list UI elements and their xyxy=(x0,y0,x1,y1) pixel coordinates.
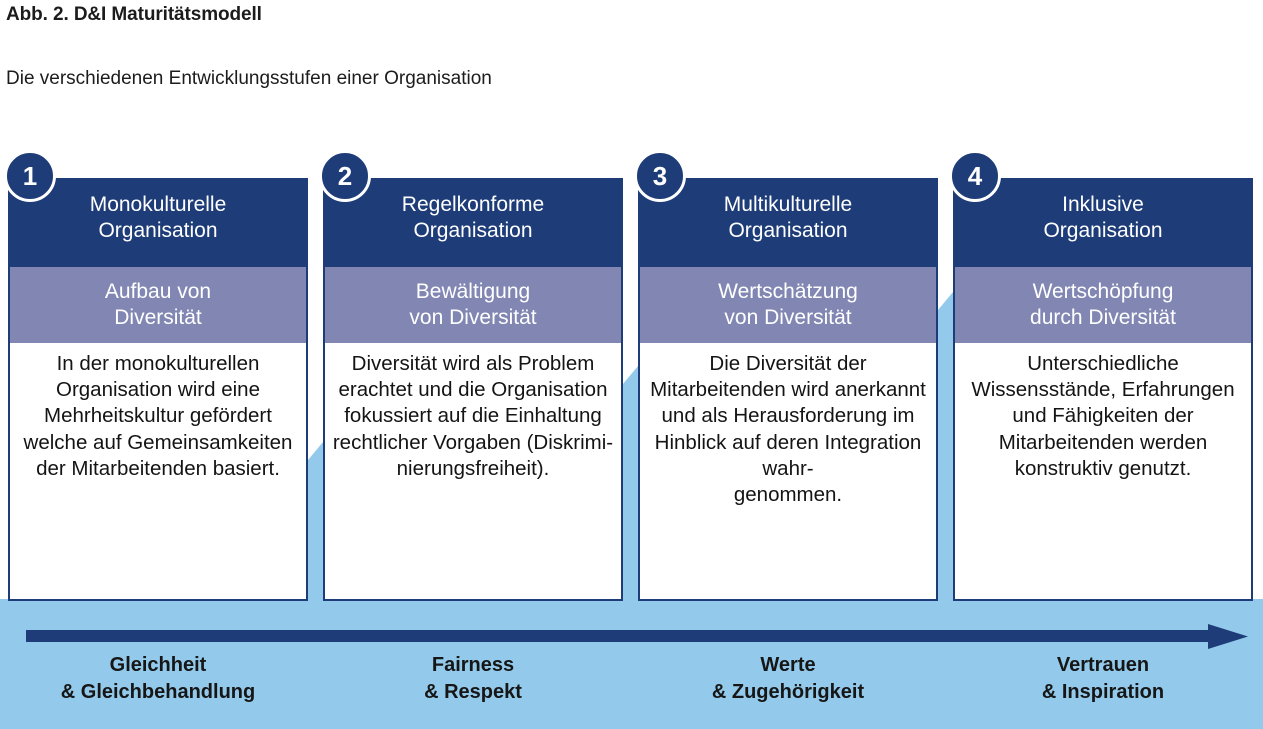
stage-description: Diversität wird als Problem erachtet und… xyxy=(332,352,614,480)
stage-badge-3: 3 xyxy=(634,150,686,202)
stage-badge-2: 2 xyxy=(319,150,371,202)
stage-badge-number: 2 xyxy=(337,160,353,191)
stage-badge-1: 1 xyxy=(4,150,56,202)
stage-description: Unterschiedliche Wissensstände, Erfahrun… xyxy=(971,352,1235,480)
footer-label-1: Gleichheit& Gleichbehandlung xyxy=(60,654,256,703)
progression-arrow xyxy=(0,624,1263,654)
stage-badge-4: 4 xyxy=(949,150,1001,202)
stage-badge-number: 4 xyxy=(967,160,983,191)
footer-label-4: Vertrauen& Inspiration xyxy=(1041,654,1165,703)
figure-subtitle: Die verschiedenen Entwicklungsstufen ein… xyxy=(6,68,492,89)
footer-label-3: Werte& Zugehörigkeit xyxy=(711,654,865,703)
footer-label-2: Fairness& Respekt xyxy=(424,654,522,703)
stage-description-box: Die Diversität der Mitarbeitenden wird a… xyxy=(638,343,938,601)
stage-description: Die Diversität der Mitarbeitenden wird a… xyxy=(650,352,926,507)
stage-description-box: In der monokulturellen Organisation wird… xyxy=(8,343,308,601)
figure-title: Abb. 2. D&I Maturitätsmodell xyxy=(6,4,262,25)
stage-description-box: Unterschiedliche Wissensstände, Erfahrun… xyxy=(953,343,1253,601)
stage-description: In der monokulturellen Organisation wird… xyxy=(23,352,293,480)
stage-badge-number: 3 xyxy=(652,160,668,191)
stage-badge-number: 1 xyxy=(22,160,38,191)
stage-description-box: Diversität wird als Problem erachtet und… xyxy=(323,343,623,601)
